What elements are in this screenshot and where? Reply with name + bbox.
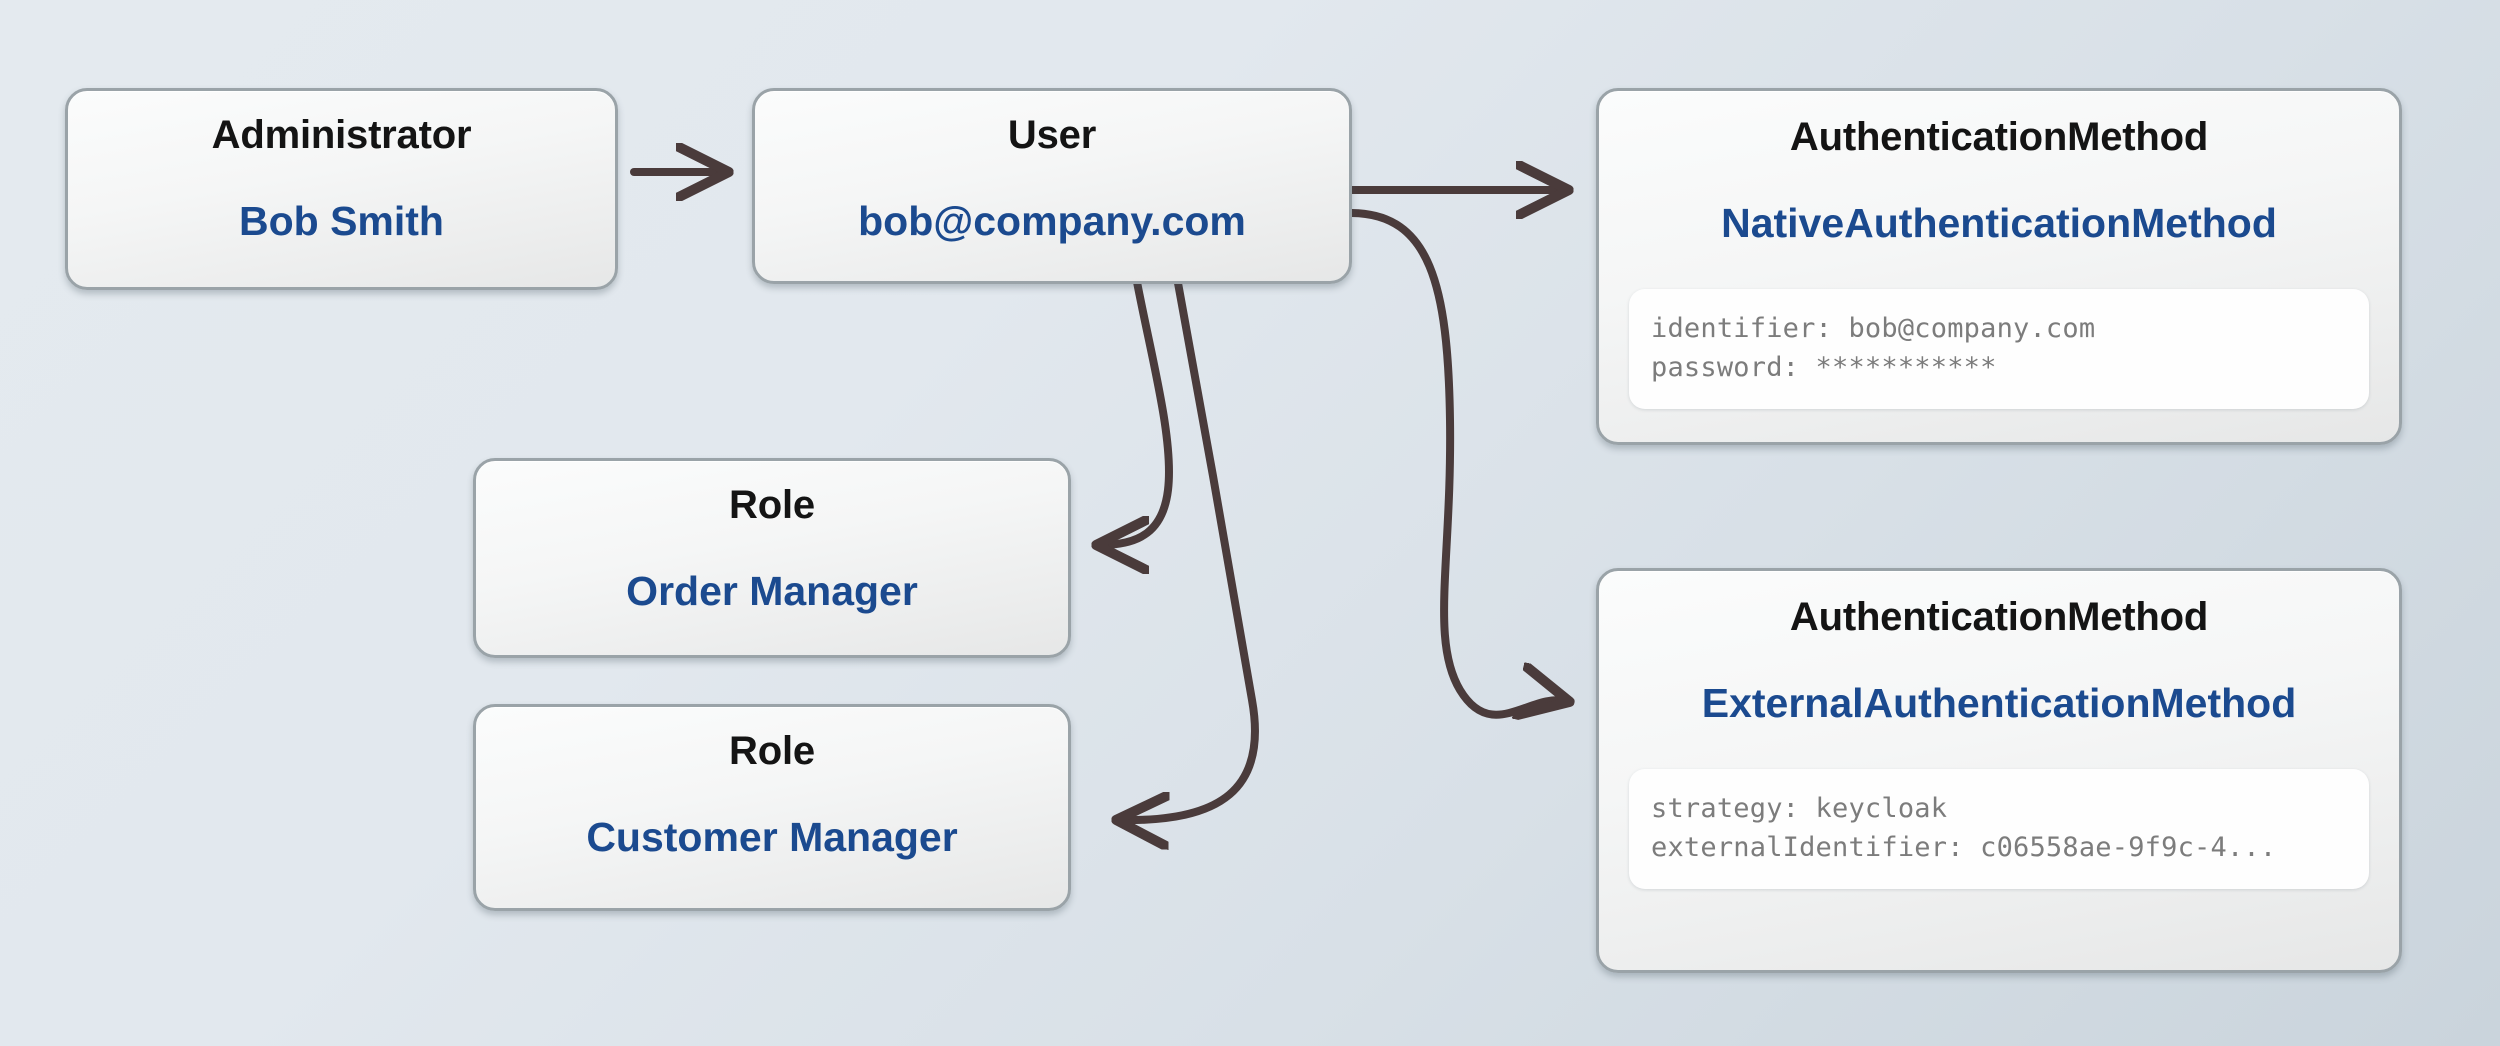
- node-value-label: Bob Smith: [239, 198, 444, 244]
- node-type-label: Administrator: [211, 113, 472, 157]
- node-value-label: Customer Manager: [586, 814, 958, 860]
- edge-user-to-role-customer-manager: [1120, 279, 1260, 820]
- property-external-identifier: externalIdentifier: c06558ae-9f9c-4...: [1651, 832, 2277, 864]
- node-type-label: Role: [729, 483, 815, 527]
- node-role-order-manager[interactable]: Role Order Manager: [473, 458, 1071, 658]
- node-value-label: Order Manager: [626, 568, 918, 614]
- node-native-authentication-method[interactable]: AuthenticationMethod NativeAuthenticatio…: [1596, 88, 2402, 445]
- node-role-customer-manager[interactable]: Role Customer Manager: [473, 704, 1071, 911]
- node-type-label: AuthenticationMethod: [1789, 595, 2209, 639]
- node-external-authentication-method[interactable]: AuthenticationMethod ExternalAuthenticat…: [1596, 568, 2402, 973]
- edge-user-to-external-auth: [1348, 209, 1566, 715]
- node-properties-panel: identifier: bob@company.com password: **…: [1629, 289, 2369, 410]
- node-user[interactable]: User bob@company.com: [752, 88, 1352, 284]
- node-type-label: Role: [729, 729, 815, 773]
- node-type-label: User: [1007, 113, 1097, 157]
- node-value-label: NativeAuthenticationMethod: [1721, 200, 2277, 246]
- property-identifier: identifier: bob@company.com: [1651, 313, 2096, 344]
- node-type-label: AuthenticationMethod: [1789, 115, 2209, 159]
- node-properties-panel: strategy: keycloak externalIdentifier: c…: [1629, 769, 2369, 890]
- edge-user-to-role-order-manager: [1100, 278, 1173, 545]
- property-strategy: strategy: keycloak: [1651, 793, 1948, 824]
- node-value-label: ExternalAuthenticationMethod: [1701, 680, 2297, 726]
- property-password: password: ***********: [1651, 352, 1997, 384]
- node-administrator[interactable]: Administrator Bob Smith: [65, 88, 618, 290]
- node-value-label: bob@company.com: [858, 198, 1246, 244]
